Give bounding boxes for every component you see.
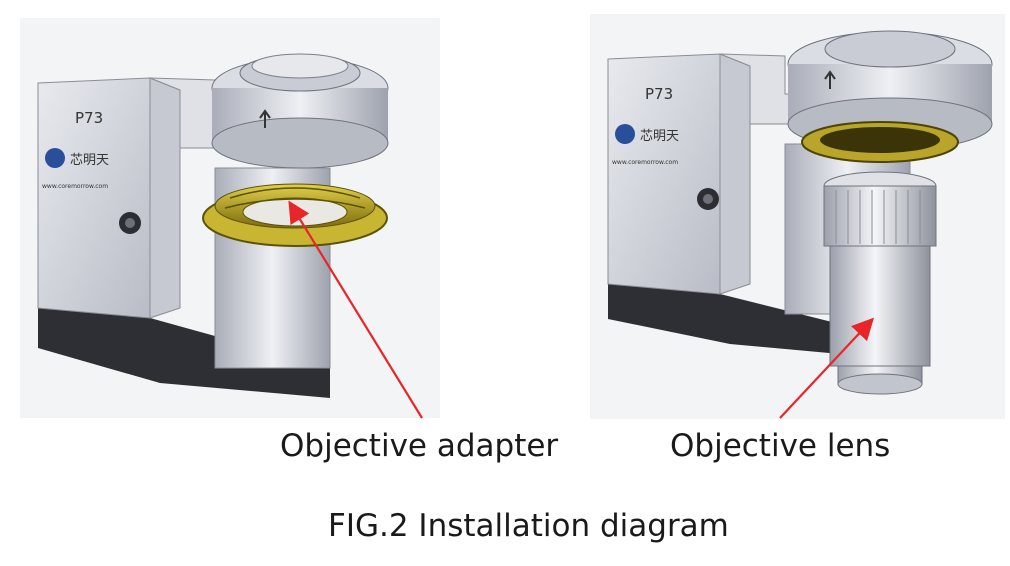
adapter-render: P73 芯明天 www.coremorrow.com bbox=[20, 18, 440, 418]
url-text: www.coremorrow.com bbox=[42, 183, 108, 190]
base-plate bbox=[38, 308, 330, 398]
base-plate bbox=[608, 284, 840, 354]
brand-text: 芯明天 bbox=[640, 129, 679, 144]
lens-render: P73 芯明天 www.coremorrow.com bbox=[590, 14, 1005, 419]
objective-adapter-illustration: P73 芯明天 www.coremorrow.com bbox=[20, 18, 440, 418]
model-label: P73 bbox=[645, 85, 673, 103]
figure-title: FIG.2 Installation diagram bbox=[328, 508, 729, 544]
url-text: www.coremorrow.com bbox=[612, 159, 678, 166]
objective-lens-illustration: P73 芯明天 www.coremorrow.com bbox=[590, 14, 1005, 419]
adapter-arrow bbox=[288, 200, 423, 419]
model-label: P73 bbox=[75, 109, 103, 127]
brand-logo bbox=[615, 124, 635, 144]
lens-arrow bbox=[779, 317, 875, 419]
brand-logo bbox=[45, 148, 65, 168]
lens-tip bbox=[837, 373, 923, 395]
adapter-caption: Objective adapter bbox=[280, 428, 559, 464]
lens-caption: Objective lens bbox=[670, 428, 891, 464]
brand-text: 芯明天 bbox=[70, 153, 109, 168]
